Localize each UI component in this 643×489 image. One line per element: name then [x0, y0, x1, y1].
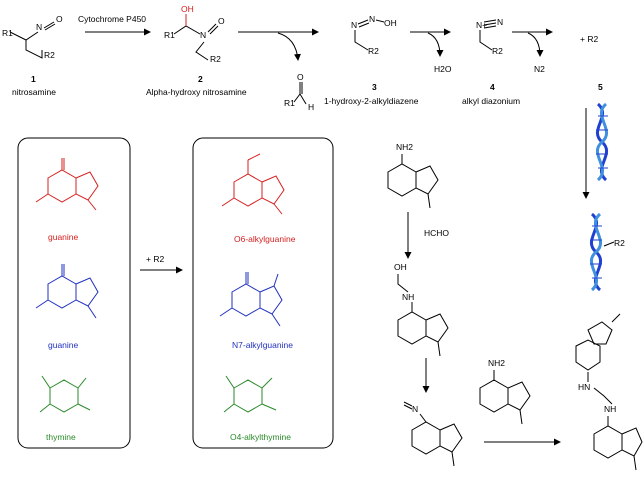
- adenine-structure: NH2: [387, 142, 439, 209]
- aldehyde-structure: R1 O H: [284, 72, 314, 112]
- h-label: H: [308, 102, 314, 112]
- adduct-1-name: O6-alkylguanine: [234, 234, 296, 244]
- adduct-3-name: O4-alkylthymine: [230, 432, 291, 442]
- n7-alkylguanine-structure: [219, 272, 283, 327]
- water-loss-arrow: [427, 32, 444, 57]
- alkylated-dna-icon: [589, 212, 615, 292]
- compound-1-label: nitrosamine: [12, 87, 56, 97]
- alkyl-diazonium-structure: N+ N R2: [476, 17, 503, 56]
- o-label: O: [56, 14, 63, 24]
- nh-label-2: NH: [604, 404, 616, 414]
- adenine-2-nh2-label: NH2: [488, 358, 505, 368]
- guanine-red-structure: [35, 158, 99, 211]
- r2-label: R2: [492, 46, 503, 56]
- r2-label: R2: [44, 50, 55, 60]
- base-3-name: thymine: [46, 432, 76, 442]
- thymine-structure: [39, 375, 91, 413]
- nitrogen-label: N2: [534, 64, 545, 74]
- compound-2-number: 2: [198, 74, 203, 84]
- oh-label: OH: [394, 262, 407, 272]
- n-label: N: [497, 17, 503, 27]
- unmodified-bases-box: [17, 137, 131, 449]
- dna-r2-label: R2: [614, 238, 625, 248]
- hn-label: HN: [578, 382, 590, 392]
- n-label: N: [200, 30, 206, 40]
- hydroxymethyl-adenine-structure: OH NH: [394, 262, 449, 357]
- hcho-label: HCHO: [424, 228, 449, 238]
- n-label-2: N: [369, 14, 375, 24]
- r1-label: R1: [164, 30, 175, 40]
- o-label: O: [218, 16, 225, 26]
- compound-3-number: 3: [372, 82, 377, 92]
- r2-label: R2: [210, 54, 221, 64]
- n-label: N: [412, 404, 418, 414]
- second-adenine-structure: NH2: [479, 358, 531, 425]
- nitrogen-loss-arrow: [527, 32, 544, 57]
- compound-3-label: 1-hydroxy-2-alkyldiazene: [324, 96, 419, 106]
- alpha-hydroxy-nitrosamine-structure: R1 OH N O R2: [164, 4, 225, 64]
- byproduct-arrow: [277, 32, 301, 61]
- adenine-nh2-label: NH2: [396, 142, 413, 152]
- imine-adenine-structure: N: [403, 401, 463, 467]
- guanine-blue-structure: [35, 264, 99, 319]
- n-plus-label: N+: [476, 20, 487, 30]
- nh-label: NH: [402, 292, 414, 302]
- oh-label: OH: [181, 4, 194, 14]
- oh-label: OH: [384, 18, 397, 28]
- crosslinked-adenine-structure: HN NH: [575, 313, 643, 471]
- alkylated-bases-box: [192, 137, 334, 449]
- o6-alkylguanine-structure: [221, 153, 285, 215]
- compound-4-number: 4: [490, 82, 495, 92]
- compound-4-label: alkyl diazonium: [462, 96, 520, 106]
- r2-label: R2: [368, 46, 379, 56]
- base-2-name: guanine: [48, 340, 79, 350]
- nitrosamine-structure: R1 N O R2: [2, 14, 63, 60]
- dna-helix-icon: [595, 102, 609, 182]
- adduct-2-name: N7-alkylguanine: [232, 340, 293, 350]
- enzyme-label: Cytochrome P450: [78, 14, 146, 24]
- compound-2-label: Alpha-hydroxy nitrosamine: [146, 87, 247, 97]
- n-label: N: [36, 22, 42, 32]
- reagent-label: + R2: [146, 254, 164, 264]
- hydroxy-alkyldiazene-structure: N N OH R2: [351, 14, 397, 56]
- compound-1-number: 1: [31, 74, 36, 84]
- r1-label: R1: [284, 98, 295, 108]
- base-1-name: guanine: [48, 232, 79, 242]
- o4-alkylthymine-structure: [223, 375, 277, 413]
- compound-5-number: 5: [598, 82, 603, 92]
- n-label: N: [351, 20, 357, 30]
- o-label: O: [297, 72, 304, 82]
- water-label: H2O: [434, 64, 452, 74]
- alkyl-cation-label: + R2: [580, 34, 598, 44]
- r1-label: R1: [2, 28, 13, 38]
